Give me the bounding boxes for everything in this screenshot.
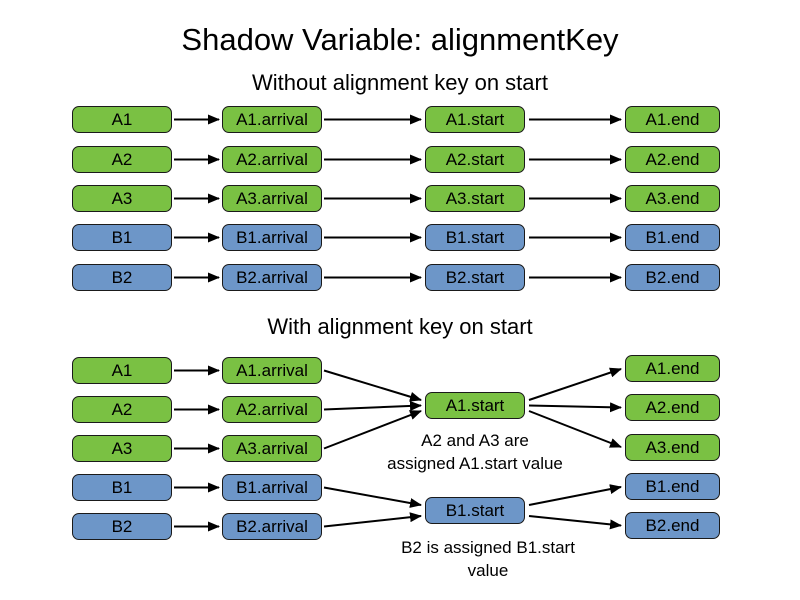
node-a1: A1 [72, 106, 172, 133]
note-b-assignment: B2 is assigned B1.start value [353, 536, 623, 582]
node-b1-start-shared: B1.start [425, 497, 525, 524]
node-b2-start: B2.start [425, 264, 525, 291]
arrow [528, 484, 622, 506]
node-a1: A1 [72, 357, 172, 384]
node-b2-arrival: B2.arrival [222, 513, 322, 540]
node-b1: B1 [72, 224, 172, 251]
node-b1: B1 [72, 474, 172, 501]
node-a2: A2 [72, 396, 172, 423]
node-a2: A2 [72, 146, 172, 173]
arrow [323, 400, 422, 411]
node-a1-start-shared: A1.start [425, 392, 525, 419]
node-a3-end: A3.end [625, 185, 720, 212]
note-a-line1: A2 and A3 are [421, 431, 529, 450]
node-a2-arrival: A2.arrival [222, 146, 322, 173]
arrow [528, 367, 622, 401]
node-a2-start: A2.start [425, 146, 525, 173]
node-b2: B2 [72, 513, 172, 540]
page-title: Shadow Variable: alignmentKey [181, 22, 619, 57]
node-a3-arrival: A3.arrival [222, 435, 322, 462]
arrow [323, 369, 422, 402]
node-a2-end: A2.end [625, 146, 720, 173]
node-b2-arrival: B2.arrival [222, 264, 322, 291]
node-a3-arrival: A3.arrival [222, 185, 322, 212]
node-a3-start: A3.start [425, 185, 525, 212]
arrow [323, 512, 422, 528]
node-a1-end: A1.end [625, 106, 720, 133]
node-a1-arrival: A1.arrival [222, 357, 322, 384]
note-b-line1: B2 is assigned B1.start [401, 538, 575, 557]
node-a2-end: A2.end [625, 394, 720, 421]
node-b1-end: B1.end [625, 224, 720, 251]
node-a1-end: A1.end [625, 355, 720, 382]
node-b1-end: B1.end [625, 473, 720, 500]
node-b2-end: B2.end [625, 264, 720, 291]
arrow [323, 486, 422, 508]
node-a1-start: A1.start [425, 106, 525, 133]
node-a2-arrival: A2.arrival [222, 396, 322, 423]
node-b2-end: B2.end [625, 512, 720, 539]
node-b1-start: B1.start [425, 224, 525, 251]
note-a-assignment: A2 and A3 are assigned A1.start value [345, 429, 605, 475]
arrow [528, 515, 622, 530]
node-b1-arrival: B1.arrival [222, 474, 322, 501]
section2-header: With alignment key on start [267, 314, 533, 339]
node-a3: A3 [72, 435, 172, 462]
section1-header: Without alignment key on start [252, 70, 548, 95]
note-b-line2: value [467, 561, 509, 580]
node-a3: A3 [72, 185, 172, 212]
node-a3-end: A3.end [625, 434, 720, 461]
node-b1-arrival: B1.arrival [222, 224, 322, 251]
node-b2: B2 [72, 264, 172, 291]
arrow [528, 402, 622, 413]
node-a1-arrival: A1.arrival [222, 106, 322, 133]
note-a-line2: assigned A1.start value [387, 454, 563, 473]
